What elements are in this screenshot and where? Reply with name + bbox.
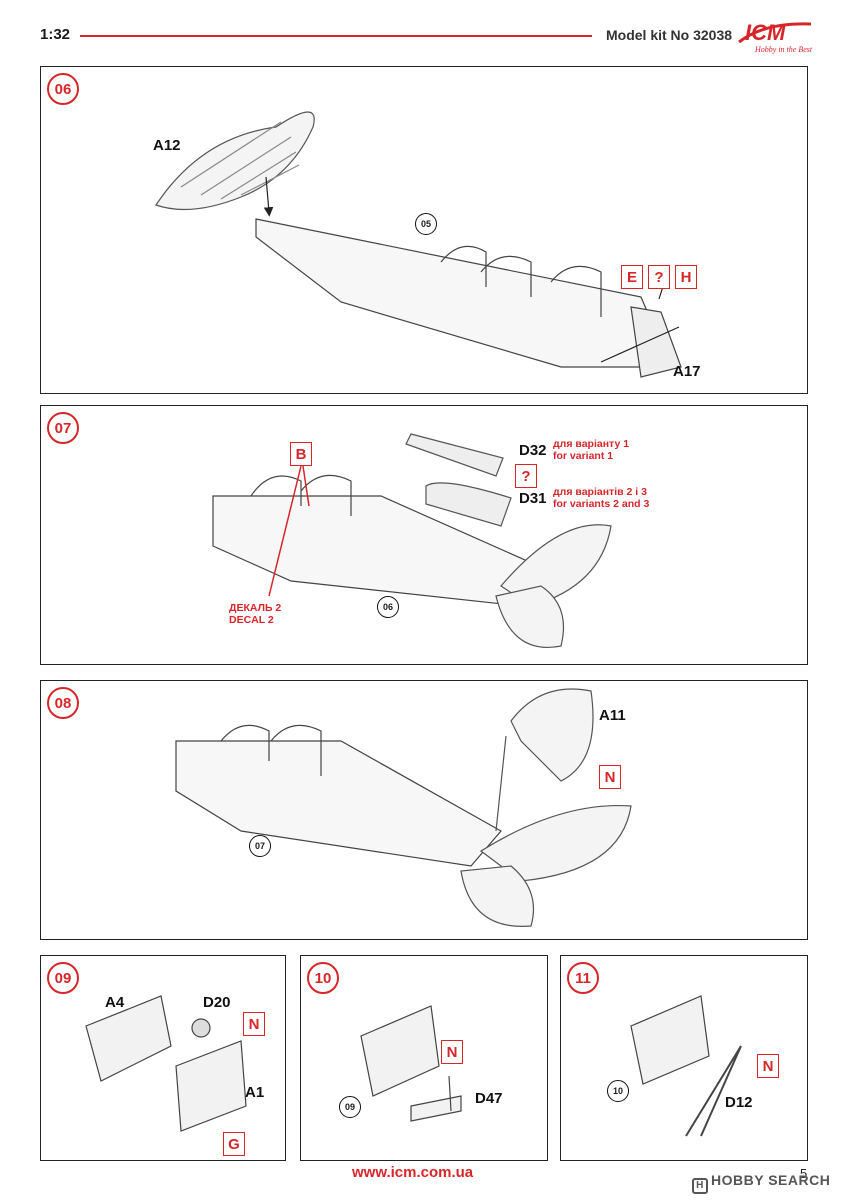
step-11-illustration [630, 995, 742, 1137]
part-label: A1 [245, 1084, 265, 1101]
tailplane-drawing [460, 804, 632, 927]
rudder-d31-drawing [425, 482, 512, 527]
option-callout-box: ? [648, 265, 670, 289]
step-number-badge: 09 [47, 962, 79, 994]
scale-label: 1:32 [40, 26, 71, 43]
step-08-panel: 08 A11 N 07 [40, 680, 808, 940]
watermark-logo-icon: H [692, 1178, 708, 1194]
part-d20-drawing [191, 1018, 211, 1038]
variant-2-3-note: для варіантів 2 і 3 for variants 2 and 3 [553, 486, 650, 510]
decal-note: ДЕКАЛЬ 2 DECAL 2 [229, 602, 282, 626]
kit-number: Model kit No 32038 [606, 27, 733, 43]
page-header: 1:32 Model kit No 32038 ICM Hobby in the… [0, 0, 848, 60]
option-callout-box: ? [515, 464, 537, 488]
callout-box: N [757, 1054, 779, 1078]
step-number-badge: 06 [47, 73, 79, 105]
step-number-badge: 07 [47, 412, 79, 444]
part-label: A4 [105, 994, 125, 1011]
engine-block-drawing [85, 995, 247, 1132]
tailplane-a12-drawing [155, 111, 315, 211]
option-callout-box: H [675, 265, 697, 289]
step-number-badge: 08 [47, 687, 79, 719]
step-07-panel: 07 B D32 для варіанту 1 for variant 1 ? … [40, 405, 808, 665]
callout-box: N [243, 1012, 265, 1036]
step-number-badge: 11 [567, 962, 599, 994]
rudder-d32-drawing [405, 433, 504, 477]
callout-box: G [223, 1132, 245, 1156]
step-11-panel: 11 N 10 D12 [560, 955, 808, 1161]
fuselage-drawing [175, 724, 502, 867]
part-label: D20 [203, 994, 231, 1011]
part-label: D32 [519, 442, 547, 459]
reference-step-badge: 05 [415, 213, 437, 235]
part-label: A12 [153, 137, 181, 154]
step-09-illustration [85, 995, 247, 1132]
tailplane-drawing [495, 524, 612, 648]
fuselage-drawing [255, 218, 682, 378]
part-d12-drawing [685, 1045, 742, 1137]
step-09-panel: 09 A4 D20 N A1 G [40, 955, 286, 1161]
engine-block-drawing [630, 995, 710, 1085]
part-label: D31 [519, 490, 547, 507]
part-label: A11 [599, 707, 626, 724]
part-label: D47 [475, 1090, 503, 1107]
callout-box: N [441, 1040, 463, 1064]
reference-step-badge: 10 [607, 1080, 629, 1102]
callout-box: N [599, 765, 621, 789]
step-07-illustration [212, 433, 612, 648]
callout-box: B [290, 442, 312, 466]
reference-step-badge: 06 [377, 596, 399, 618]
part-label: A17 [673, 363, 701, 380]
variant-1-note: для варіанту 1 for variant 1 [553, 438, 630, 462]
rudder-a11-drawing [495, 688, 594, 832]
step-06-illustration [155, 111, 682, 378]
step-06-panel: 06 A12 A17 05 E ? H [40, 66, 808, 394]
logo-swoosh-icon [738, 22, 812, 44]
step-number-badge: 10 [307, 962, 339, 994]
reference-step-badge: 07 [249, 835, 271, 857]
logo-text: ICM [745, 20, 786, 45]
footer-url[interactable]: www.icm.com.ua [352, 1164, 474, 1181]
engine-block-drawing [360, 1005, 462, 1122]
page-number: 5 [800, 1166, 808, 1181]
header-rule [80, 35, 592, 37]
part-label: D12 [725, 1094, 753, 1111]
step-10-panel: 10 N 09 D47 [300, 955, 548, 1161]
reference-step-badge: 09 [339, 1096, 361, 1118]
step-08-illustration [175, 688, 632, 927]
logo-tagline: Hobby in the Best [755, 45, 813, 54]
option-callout-box: E [621, 265, 643, 289]
icm-logo: ICM Hobby in the Best [735, 18, 815, 60]
step-10-illustration [360, 1005, 462, 1122]
